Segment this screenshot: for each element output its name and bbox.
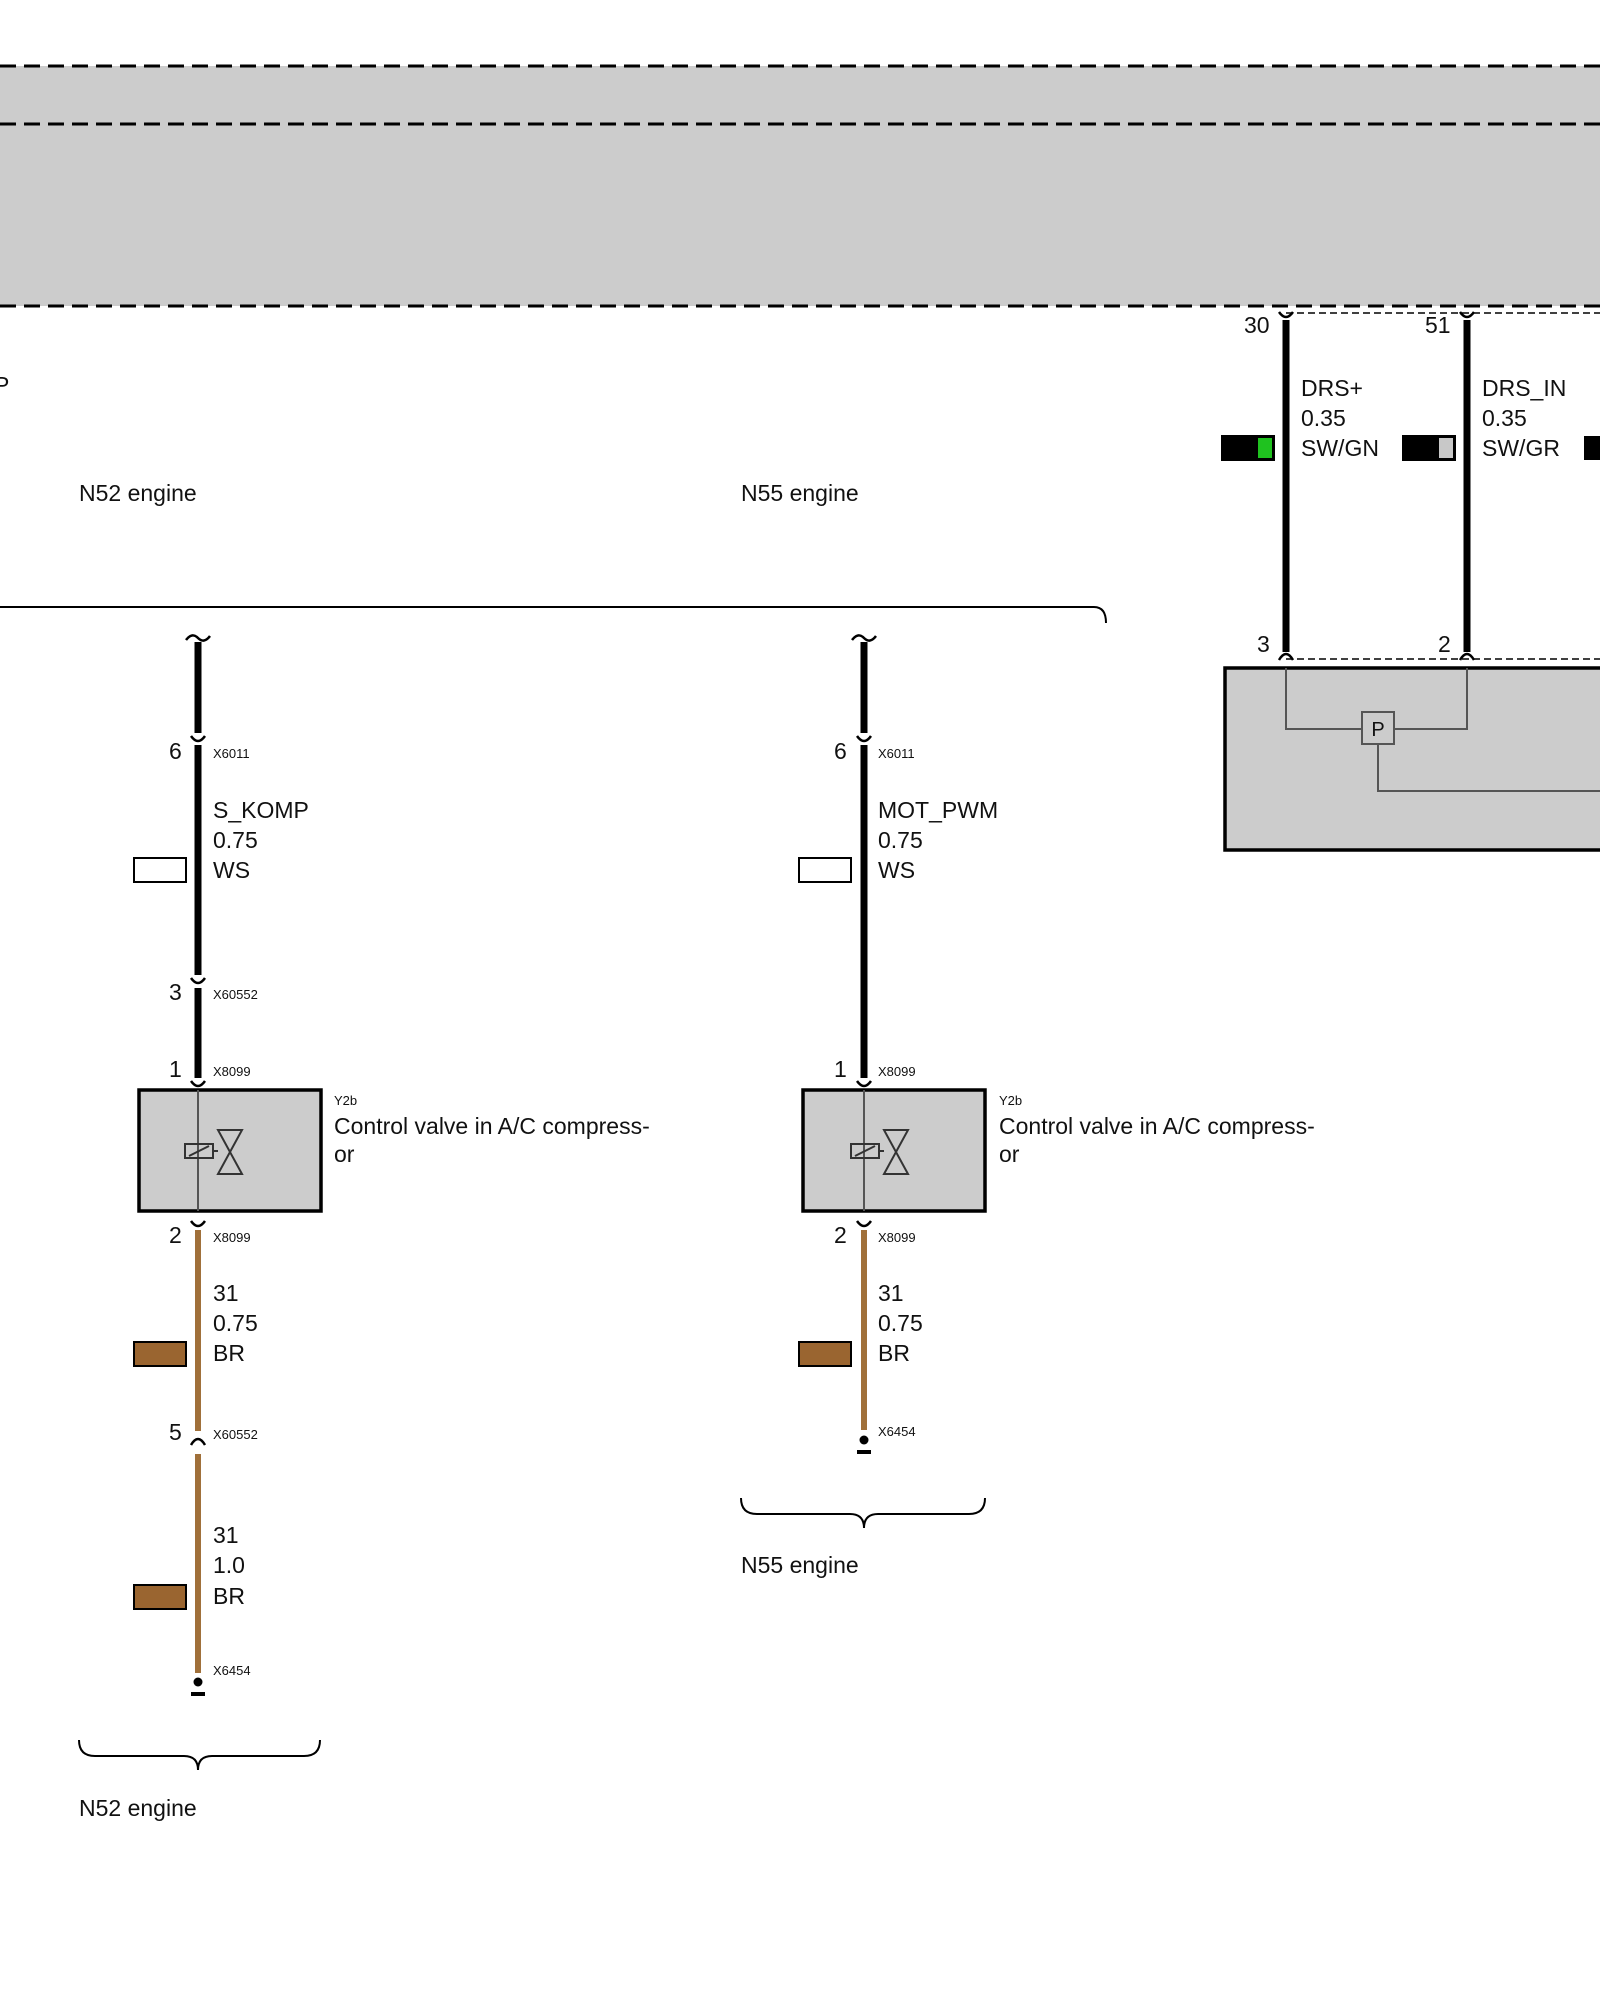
component-id: Y2b	[334, 1093, 357, 1108]
pin-5: 5	[169, 1419, 182, 1445]
component-desc-line1: Control valve in A/C compress-	[334, 1113, 650, 1139]
control-valve-box	[801, 1088, 987, 1213]
sensor-internal-wire-a	[1285, 668, 1362, 730]
label-n55-engine-top: N55 engine	[741, 480, 859, 506]
pin-2: 2	[834, 1222, 847, 1248]
ground-connector-x6454: X6454	[213, 1663, 251, 1678]
pin-6: 6	[169, 738, 182, 764]
pin-30: 30	[1244, 312, 1270, 338]
valve-icon	[882, 1129, 910, 1175]
ground-connector-x6454: X6454	[878, 1424, 916, 1439]
wire-color-code: BR	[878, 1340, 910, 1366]
connector-pin-3-symbol	[1277, 652, 1295, 661]
wire-size: 0.75	[878, 1310, 923, 1336]
wire-color-swatch-white	[798, 857, 852, 883]
connector-x6011: X6011	[213, 746, 250, 761]
pin-3: 3	[169, 979, 182, 1005]
pin-1: 1	[834, 1056, 847, 1082]
connector-x6011-symbol	[855, 735, 873, 743]
pin-51: 51	[1425, 312, 1451, 338]
wire-size: 0.75	[213, 1310, 258, 1336]
wire-color-swatch-partial	[1584, 436, 1600, 460]
connector-x8099-in-symbol	[855, 1080, 873, 1088]
wire-name: DRS_IN	[1482, 375, 1566, 401]
pin-3: 3	[1257, 631, 1270, 657]
wire-name: DRS+	[1301, 375, 1363, 401]
bottom-brace-n52	[78, 1739, 321, 1771]
connector-x60552-symbol	[189, 1437, 207, 1446]
wire-name: 31	[878, 1280, 904, 1306]
connector-pin-30-symbol	[1277, 311, 1295, 319]
ground-icon	[859, 1435, 869, 1445]
wire-color-code: BR	[213, 1583, 245, 1609]
cut-label: P	[0, 372, 9, 398]
pressure-sensor-symbol: P	[1371, 719, 1384, 741]
bottom-brace-n55	[740, 1497, 986, 1529]
pin-2: 2	[169, 1222, 182, 1248]
sensor-internal-wire-b	[1394, 668, 1468, 730]
label-n52-engine-top: N52 engine	[79, 480, 197, 506]
connector-x60552: X60552	[213, 1427, 258, 1442]
control-module-box	[0, 66, 1600, 306]
wire-color-swatch-grey-stripe	[1439, 438, 1453, 458]
wire-size: 0.75	[213, 827, 258, 853]
wire-color-swatch-brown	[133, 1584, 187, 1610]
pressure-sensor-icon	[1361, 711, 1395, 745]
connector-x8099-out-symbol	[189, 1220, 207, 1228]
wire-break-symbol	[851, 634, 877, 642]
pin-1: 1	[169, 1056, 182, 1082]
circuit-n55: 6 X6011 MOT_PWM 0.75 WS 1 X8099 Y2b Cont…	[740, 634, 1315, 1578]
solenoid-icon-slash	[188, 1145, 210, 1157]
wire-color-code: SW/GN	[1301, 435, 1379, 461]
wire-color-code: SW/GR	[1482, 435, 1560, 461]
connector-x8099-out: X8099	[213, 1230, 251, 1245]
wire-name: S_KOMP	[213, 797, 309, 823]
wire-color-swatch-brown	[798, 1341, 852, 1367]
wire-name: 31	[213, 1522, 239, 1548]
component-desc-line2: or	[999, 1141, 1020, 1167]
pressure-sensor-box	[1223, 666, 1600, 852]
wire-size: 0.75	[878, 827, 923, 853]
wire-color-swatch-white	[133, 857, 187, 883]
connector-x8099-in: X8099	[213, 1064, 251, 1079]
wire-color-code: WS	[213, 857, 250, 883]
wire-name: MOT_PWM	[878, 797, 998, 823]
wire-color-swatch-green-stripe	[1258, 438, 1272, 458]
connector-pin-51-symbol	[1458, 311, 1476, 319]
top-brace	[0, 606, 1107, 624]
connector-x6011: X6011	[878, 746, 915, 761]
connector-pin-2-symbol	[1458, 652, 1476, 661]
wire-size: 1.0	[213, 1552, 245, 1578]
wire-size: 0.35	[1482, 405, 1527, 431]
valve-icon	[216, 1129, 244, 1175]
connector-x8099-in: X8099	[878, 1064, 916, 1079]
wire-color-swatch-brown	[133, 1341, 187, 1367]
label-n55-engine-bottom: N55 engine	[741, 1552, 859, 1578]
component-desc-line1: Control valve in A/C compress-	[999, 1113, 1315, 1139]
connector-x60552: X60552	[213, 987, 258, 1002]
wire-color-code: BR	[213, 1340, 245, 1366]
label-n52-engine-bottom: N52 engine	[79, 1795, 197, 1821]
connector-x6011-symbol	[189, 735, 207, 743]
connector-x60552-symbol	[189, 977, 207, 985]
connector-x8099-out: X8099	[878, 1230, 916, 1245]
wire-size: 0.35	[1301, 405, 1346, 431]
sensor-internal-wire-c	[1377, 745, 1600, 792]
ground-icon	[193, 1677, 203, 1687]
wire-color-code: WS	[878, 857, 915, 883]
wire-name: 31	[213, 1280, 239, 1306]
connector-x8099-in-symbol	[189, 1080, 207, 1088]
pressure-sensor-circuit: 30 DRS+ 0.35 SW/GN 3 51 DRS_IN 0.35 SW/G…	[1221, 311, 1600, 852]
solenoid-icon-slash	[854, 1145, 876, 1157]
wire-break-symbol	[185, 634, 211, 642]
connector-x8099-out-symbol	[855, 1220, 873, 1228]
pin-6: 6	[834, 738, 847, 764]
component-id: Y2b	[999, 1093, 1022, 1108]
pin-2: 2	[1438, 631, 1451, 657]
circuit-n52: 6 X6011 S_KOMP 0.75 WS 3 X60552 1 X8099 …	[78, 634, 650, 1821]
component-desc-line2: or	[334, 1141, 355, 1167]
